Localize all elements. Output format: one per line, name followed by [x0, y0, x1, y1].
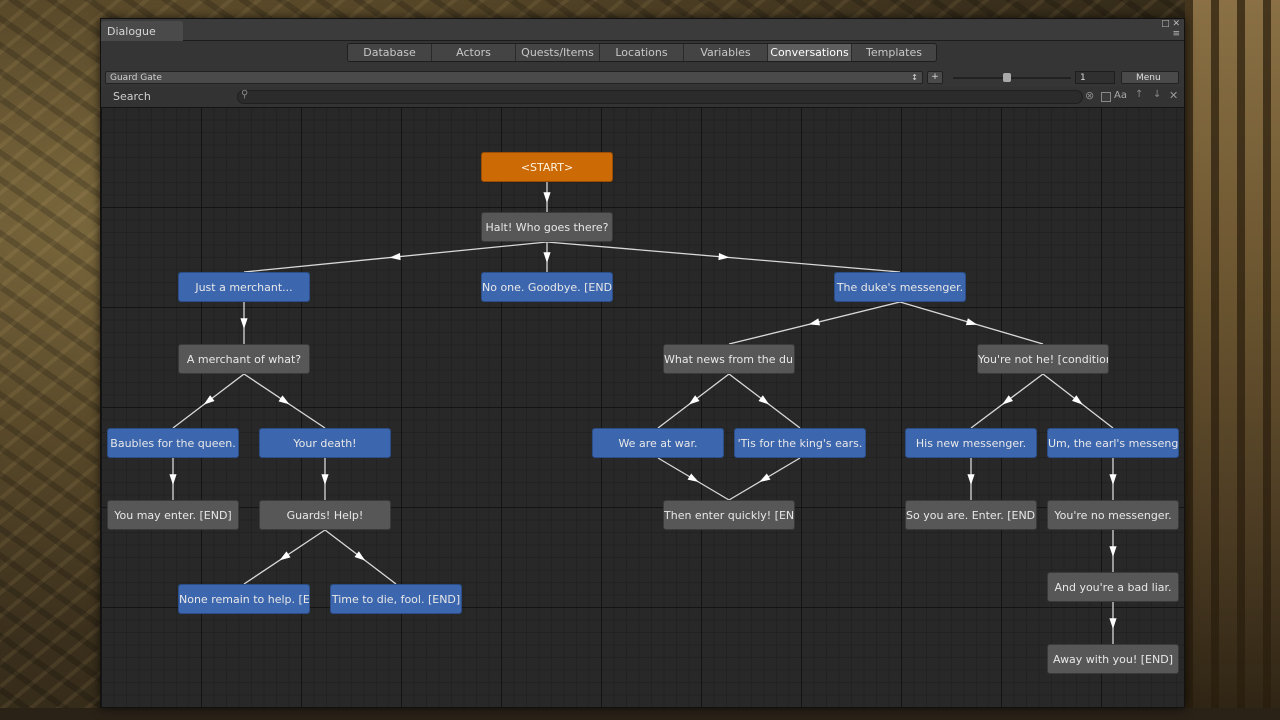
tab-templates[interactable]: Templates [852, 44, 936, 61]
menu-dropdown[interactable]: Menu [1121, 71, 1179, 84]
link-arrow-icon [687, 473, 699, 483]
tab-quests-items[interactable]: Quests/Items [516, 44, 600, 61]
zoom-value-field[interactable]: 1 [1075, 71, 1115, 84]
search-input[interactable] [237, 90, 1083, 104]
link-arrow-icon [1072, 395, 1083, 405]
dialogue-node-noone[interactable]: No one. Goodbye. [END] [481, 272, 613, 302]
link-arrow-icon [1002, 395, 1013, 405]
search-icon: ⚲ [241, 89, 249, 100]
close-icon[interactable]: ✕ [1172, 19, 1180, 29]
dialogue-node-none-remain[interactable]: None remain to help. [END] [178, 584, 310, 614]
tab-conversations[interactable]: Conversations [768, 44, 852, 61]
search-bar: Search ⚲ ⊗ Aa ↑ ↓ ✕ [101, 87, 1184, 107]
add-conversation-button[interactable]: + [927, 71, 943, 84]
link-arrow-icon [808, 318, 821, 326]
node-links [169, 182, 1117, 644]
link-arrow-icon [967, 474, 975, 485]
dialogue-editor-window: Dialogue □ ✕ ≡ Database Actors Quests/It… [100, 18, 1185, 708]
maximize-icon[interactable]: □ [1161, 19, 1170, 29]
match-case-checkbox[interactable] [1101, 92, 1111, 102]
link-arrow-icon [169, 474, 177, 485]
menu-dropdown-label: Menu [1136, 73, 1161, 83]
dialogue-node-merch-what[interactable]: A merchant of what? [178, 344, 310, 374]
conversation-dropdown[interactable]: Guard Gate ↕ [105, 71, 923, 84]
dialogue-node-merchant[interactable]: Just a merchant... [178, 272, 310, 302]
dialogue-node-war[interactable]: We are at war. [592, 428, 724, 458]
tab-variables[interactable]: Variables [684, 44, 768, 61]
clear-search-icon[interactable]: ⊗ [1085, 89, 1095, 102]
dialogue-node-news[interactable]: What news from the duke? [663, 344, 795, 374]
link-arrow-icon [718, 253, 730, 261]
tab-database[interactable]: Database [348, 44, 432, 61]
link-arrow-icon [321, 474, 329, 485]
tab-bar: Database Actors Quests/Items Locations V… [101, 41, 1184, 69]
link-arrow-icon [965, 318, 978, 326]
link-arrow-icon [389, 252, 401, 261]
dialogue-node-your-death[interactable]: Your death! [259, 428, 391, 458]
dialogue-node-bad-liar[interactable]: And you're a bad liar. [1047, 572, 1179, 602]
link-arrow-icon [279, 551, 291, 561]
link-arrow-icon [240, 318, 248, 329]
dialogue-node-start[interactable]: <START> [481, 152, 613, 182]
link-arrow-icon [1109, 474, 1117, 485]
zoom-slider-handle[interactable] [1003, 73, 1011, 82]
dialogue-node-guards[interactable]: Guards! Help! [259, 500, 391, 530]
window-controls: □ ✕ ≡ [1161, 19, 1180, 39]
previous-result-icon[interactable]: ↑ [1135, 89, 1144, 100]
conversation-dropdown-label: Guard Gate [110, 73, 162, 83]
dialogue-node-earl-msgr[interactable]: Um, the earl's messenger? [1047, 428, 1179, 458]
dialogue-node-halt[interactable]: Halt! Who goes there? [481, 212, 613, 242]
next-result-icon[interactable]: ↓ [1153, 89, 1162, 100]
match-case-label: Aa [1114, 90, 1127, 101]
tab-actors[interactable]: Actors [432, 44, 516, 61]
dialogue-node-may-enter[interactable]: You may enter. [END] [107, 500, 239, 530]
scene-background-bottom [0, 708, 1280, 720]
zoom-slider-track[interactable] [953, 77, 1071, 79]
link-arrow-icon [543, 192, 551, 203]
link-arrow-icon [1109, 546, 1117, 557]
window-tab[interactable]: Dialogue [101, 21, 183, 41]
dialogue-node-enter-quick[interactable]: Then enter quickly! [END] [663, 500, 795, 530]
node-graph-canvas[interactable]: <START> Halt! Who goes there? Just a merch… [101, 107, 1184, 707]
dropdown-arrow-icon: ↕ [911, 73, 918, 82]
link-arrow-icon [688, 395, 700, 405]
dialogue-node-new-msgr[interactable]: His new messenger. [905, 428, 1037, 458]
editor-tabs: Database Actors Quests/Items Locations V… [347, 43, 937, 62]
search-label: Search [113, 90, 151, 103]
link-arrow-icon [354, 551, 366, 561]
link-arrow-icon [758, 395, 770, 405]
scene-background-right [1185, 0, 1280, 720]
dialogue-node-time-to-die[interactable]: Time to die, fool. [END] [330, 584, 462, 614]
dialogue-node-baubles[interactable]: Baubles for the queen. [107, 428, 239, 458]
link-arrow-icon [203, 395, 215, 405]
link-arrow-icon [543, 252, 551, 263]
link-arrow-icon [278, 395, 290, 405]
title-bar: Dialogue □ ✕ ≡ [101, 19, 1184, 41]
dialogue-node-not-he[interactable]: You're not he! [condition] [977, 344, 1109, 374]
tab-locations[interactable]: Locations [600, 44, 684, 61]
dialogue-node-no-msgr[interactable]: You're no messenger. [1047, 500, 1179, 530]
conversation-toolbar: Guard Gate ↕ + 1 Menu [101, 69, 1184, 87]
close-search-icon[interactable]: ✕ [1169, 89, 1179, 102]
link-arrow-icon [1109, 618, 1117, 629]
link-arrow-icon [759, 473, 771, 483]
dialogue-node-so-you-are[interactable]: So you are. Enter. [END] [905, 500, 1037, 530]
dialogue-node-kings-ears[interactable]: 'Tis for the king's ears. [734, 428, 866, 458]
window-menu-icon[interactable]: ≡ [1172, 29, 1180, 39]
dialogue-node-away[interactable]: Away with you! [END] [1047, 644, 1179, 674]
dialogue-node-duke-msgr[interactable]: The duke's messenger. [834, 272, 966, 302]
